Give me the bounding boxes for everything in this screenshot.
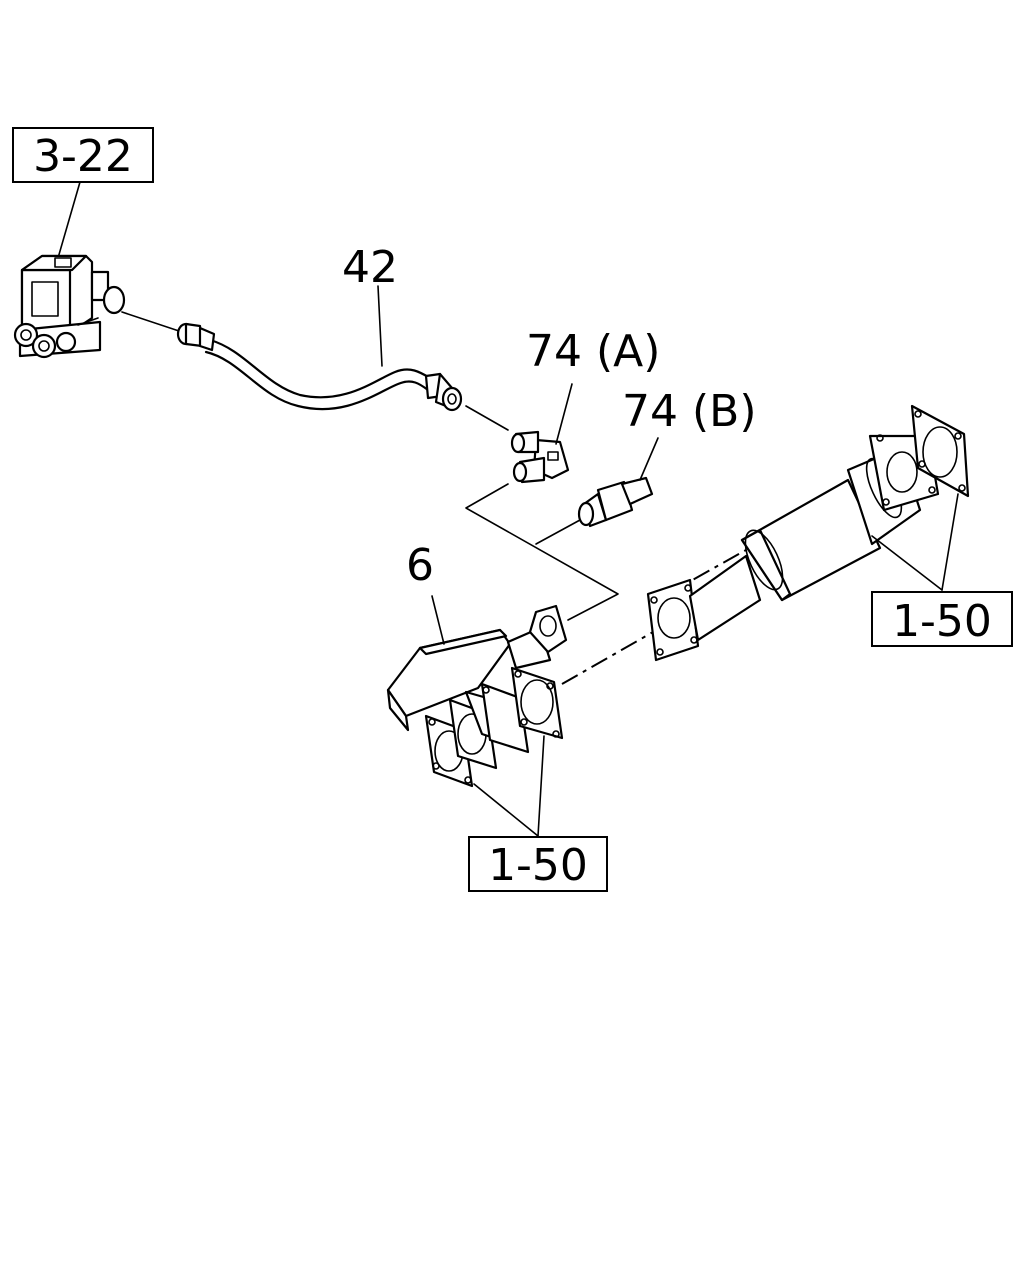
fitting-74a [510,430,570,484]
flange-pipe-stub [448,682,530,770]
gasket-rear [510,666,564,740]
hose-fitting-right [424,372,463,412]
catalytic-converter-pipe [646,434,940,662]
grouping-line-74b [535,519,581,545]
leader-1-50-right-b [941,493,959,591]
ref-label-3-22: 3-22 [33,131,133,182]
gasket-top-right [910,404,970,498]
leader-6 [431,595,445,645]
leader-3-22 [57,181,81,259]
leader-1-50-bottom-b [537,735,545,837]
callout-74a: 74 (A) [526,326,660,377]
leader-42 [377,285,383,367]
connector-hose-74a [465,405,509,431]
ref-box-3-22[interactable]: 3-22 [12,127,154,183]
valve-assembly [13,254,126,359]
ref-box-1-50-bottom[interactable]: 1-50 [468,836,608,892]
hose-fitting-left [176,322,216,352]
callout-6: 6 [406,540,434,591]
leader-1-50-right-a [871,535,943,591]
hose-42 [176,322,463,412]
ref-label-1-50-bottom: 1-50 [488,840,588,891]
connector-valve-hose [121,311,183,333]
leader-74a [555,383,573,445]
fitting-74b [577,476,654,528]
callout-74b: 74 (B) [622,386,757,437]
pipe-6 [386,604,568,732]
leader-1-50-bottom-a [473,783,539,837]
ref-label-1-50-right: 1-50 [892,596,992,647]
grouping-line-74 [465,483,619,621]
leader-74b [639,437,659,481]
ref-box-1-50-right[interactable]: 1-50 [871,591,1013,647]
callout-42: 42 [342,242,398,293]
